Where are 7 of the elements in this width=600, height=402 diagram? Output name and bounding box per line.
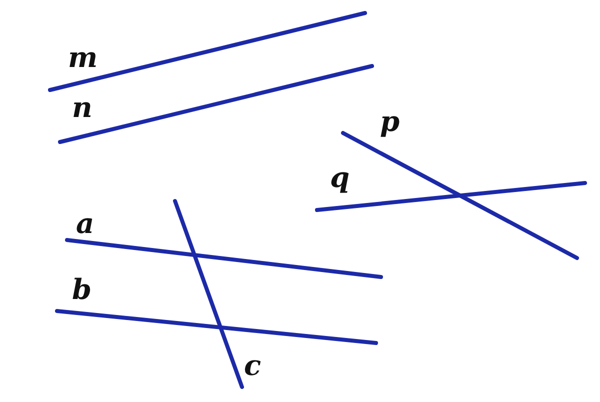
line-label: n — [72, 94, 92, 122]
line-label: q — [330, 164, 350, 192]
line-label: m — [68, 44, 98, 72]
line-label: p — [380, 108, 400, 136]
line-label: b — [72, 276, 92, 304]
line-label: c — [244, 352, 262, 380]
line-label: a — [76, 210, 94, 238]
